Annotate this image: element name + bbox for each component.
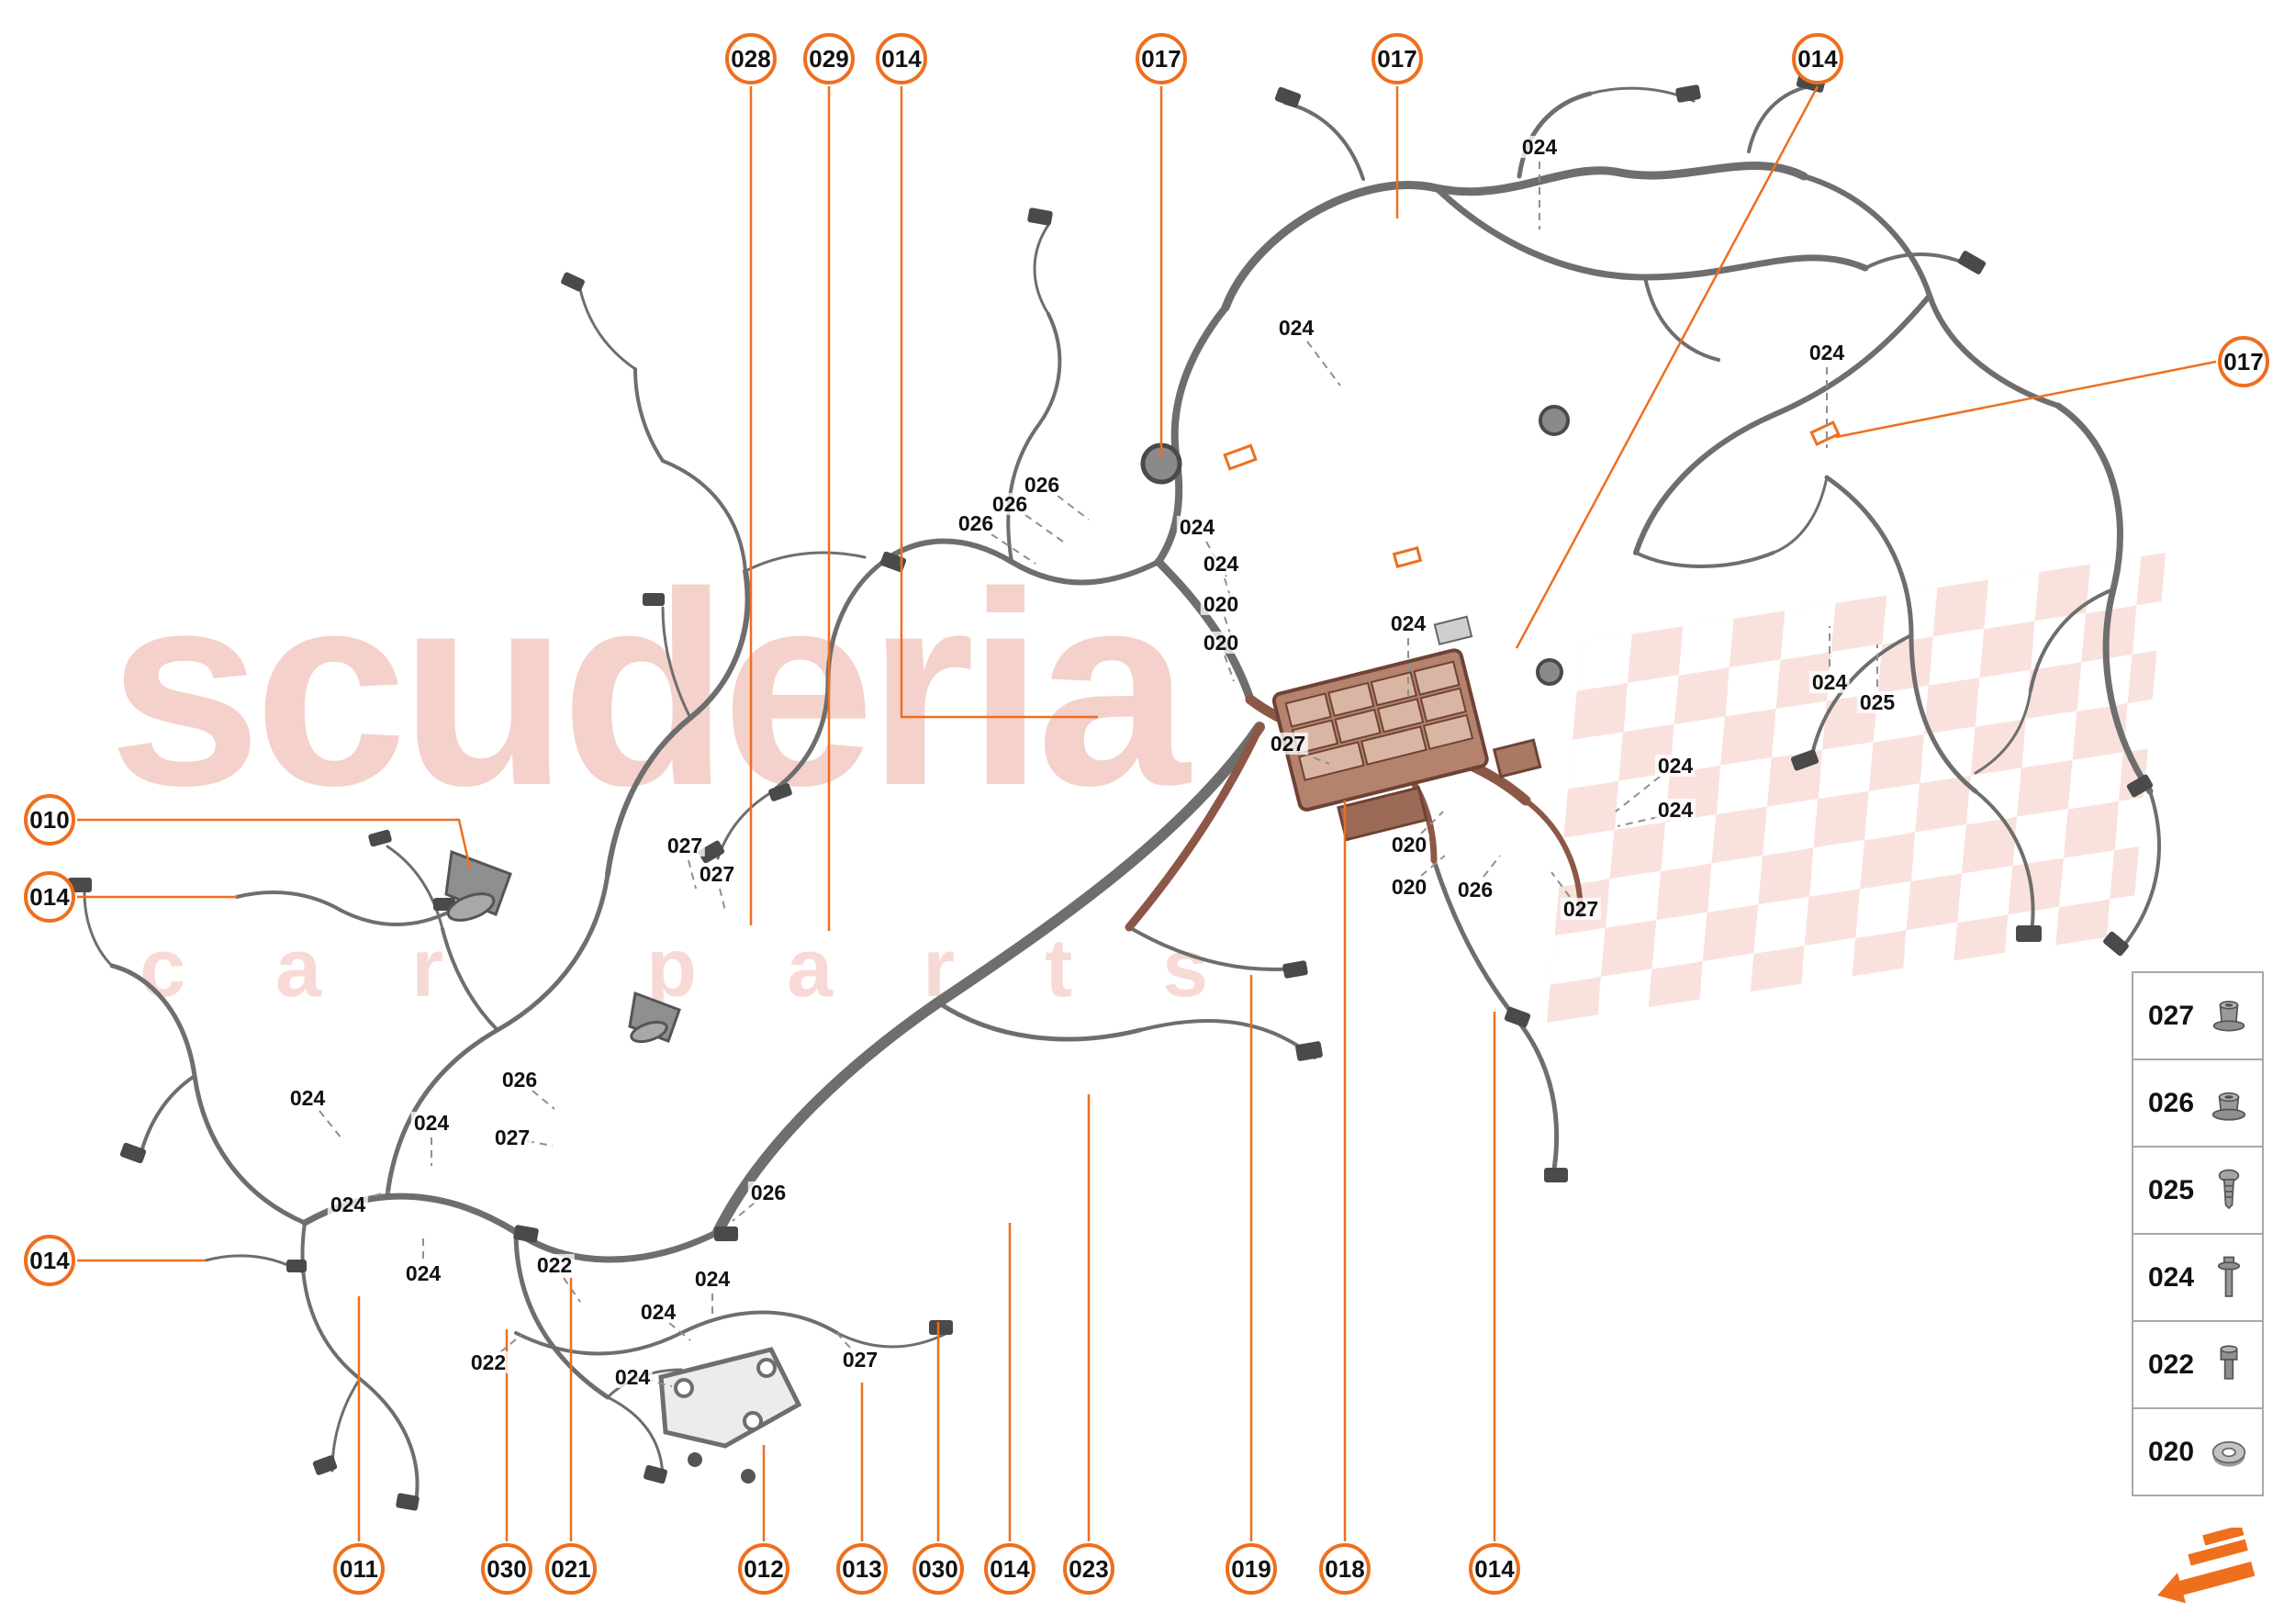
washer-icon — [2205, 1423, 2253, 1482]
legend-part-number: 020 — [2148, 1436, 2195, 1467]
callout-014[interactable]: 014 — [984, 1543, 1036, 1595]
part-label-024: 024 — [402, 1262, 444, 1284]
callout-023[interactable]: 023 — [1063, 1543, 1114, 1595]
part-label-027: 027 — [696, 863, 738, 885]
callout-014[interactable]: 014 — [1792, 33, 1843, 84]
part-label-025: 025 — [1856, 691, 1898, 713]
part-label-024: 024 — [1808, 671, 1851, 693]
callout-010[interactable]: 010 — [24, 794, 75, 846]
legend-part-number: 026 — [2148, 1087, 2195, 1118]
part-label-022: 022 — [533, 1254, 576, 1276]
part-label-024: 024 — [1275, 317, 1317, 339]
part-label-020: 020 — [1388, 876, 1430, 898]
callout-029[interactable]: 029 — [803, 33, 855, 84]
part-label-024: 024 — [286, 1087, 329, 1109]
legend-row-024: 024 — [2132, 1233, 2264, 1322]
direction-arrows-icon — [2135, 1528, 2273, 1612]
part-label-024: 024 — [1387, 612, 1429, 634]
legend-part-number: 025 — [2148, 1174, 2195, 1205]
part-label-024: 024 — [637, 1301, 679, 1323]
part-label-024: 024 — [327, 1193, 369, 1215]
rivet-icon — [2205, 1336, 2253, 1394]
bolt-icon — [2205, 1249, 2253, 1307]
callout-017[interactable]: 017 — [1136, 33, 1187, 84]
part-label-026: 026 — [1454, 879, 1496, 901]
callout-014[interactable]: 014 — [876, 33, 927, 84]
callout-014[interactable]: 014 — [24, 871, 75, 923]
callout-019[interactable]: 019 — [1226, 1543, 1277, 1595]
part-label-026: 026 — [498, 1069, 541, 1091]
part-label-027: 027 — [1267, 733, 1309, 755]
part-label-020: 020 — [1200, 593, 1242, 615]
callout-028[interactable]: 028 — [725, 33, 777, 84]
legend-row-022: 022 — [2132, 1320, 2264, 1409]
callout-017[interactable]: 017 — [1371, 33, 1423, 84]
legend-row-026: 026 — [2132, 1058, 2264, 1148]
part-label-024: 024 — [1654, 799, 1696, 821]
part-label-020: 020 — [1388, 834, 1430, 856]
callout-021[interactable]: 021 — [545, 1543, 597, 1595]
part-label-024: 024 — [611, 1366, 654, 1388]
callout-013[interactable]: 013 — [836, 1543, 888, 1595]
part-label-024: 024 — [1176, 516, 1218, 538]
part-label-024: 024 — [1518, 136, 1561, 158]
callout-011[interactable]: 011 — [333, 1543, 385, 1595]
legend-row-025: 025 — [2132, 1146, 2264, 1235]
part-label-024: 024 — [1200, 553, 1242, 575]
legend-part-number: 024 — [2148, 1261, 2195, 1293]
screw-icon — [2205, 1161, 2253, 1220]
legend-part-number: 027 — [2148, 1000, 2195, 1031]
callout-017[interactable]: 017 — [2218, 336, 2269, 387]
callout-030[interactable]: 030 — [912, 1543, 964, 1595]
legend-row-020: 020 — [2132, 1407, 2264, 1496]
callout-018[interactable]: 018 — [1319, 1543, 1371, 1595]
legend-part-number: 022 — [2148, 1349, 2195, 1380]
flanged-nut-tall-icon — [2205, 987, 2253, 1046]
part-label-027: 027 — [664, 834, 706, 857]
part-label-027: 027 — [839, 1349, 881, 1371]
part-label-024: 024 — [691, 1268, 733, 1290]
callout-014[interactable]: 014 — [24, 1235, 75, 1286]
part-label-026: 026 — [989, 493, 1031, 515]
part-label-024: 024 — [1654, 755, 1696, 777]
part-label-020: 020 — [1200, 632, 1242, 654]
part-label-027: 027 — [491, 1126, 533, 1148]
fastener-legend: 027 026 025 024 022 020 — [2132, 971, 2264, 1496]
callout-030[interactable]: 030 — [481, 1543, 532, 1595]
legend-row-027: 027 — [2132, 971, 2264, 1060]
part-label-024: 024 — [1806, 342, 1848, 364]
callout-012[interactable]: 012 — [738, 1543, 789, 1595]
part-label-026: 026 — [955, 512, 997, 534]
part-label-026: 026 — [1021, 474, 1063, 496]
part-label-024: 024 — [410, 1112, 453, 1134]
part-label-022: 022 — [467, 1351, 509, 1373]
part-label-026: 026 — [747, 1182, 789, 1204]
part-label-027: 027 — [1560, 898, 1602, 920]
callout-014[interactable]: 014 — [1469, 1543, 1520, 1595]
flanged-nut-low-icon — [2205, 1074, 2253, 1133]
